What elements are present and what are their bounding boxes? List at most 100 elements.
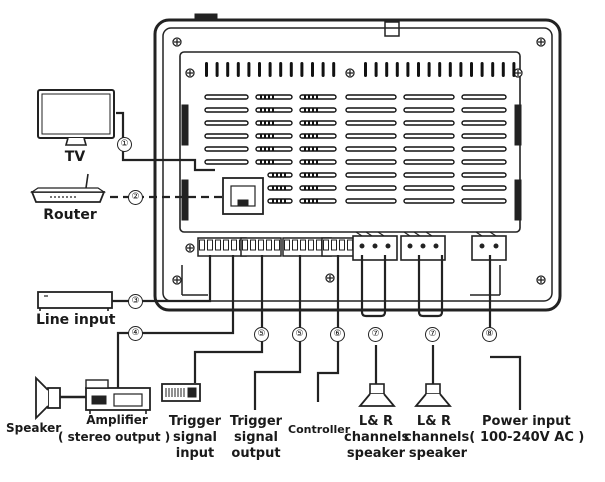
vent-slot — [491, 62, 495, 77]
vent-slot — [321, 62, 325, 77]
vent-row — [461, 133, 507, 139]
vent-slot — [215, 62, 219, 77]
vent-slot — [374, 62, 378, 77]
vent-row — [461, 198, 507, 204]
vent-row — [299, 94, 337, 100]
vent-row — [299, 146, 337, 152]
vent-slot — [364, 62, 367, 77]
vent-row — [299, 133, 337, 139]
speaker-horn-icon-left — [358, 383, 396, 407]
vent-row — [267, 185, 293, 191]
vent-row — [461, 185, 507, 191]
trigger-input-label-3: input — [175, 446, 215, 461]
vent-row — [267, 198, 293, 204]
vent-slots — [204, 62, 516, 204]
tv-icon — [37, 89, 115, 146]
vent-slot — [236, 62, 240, 77]
vent-row — [345, 94, 397, 100]
screws — [172, 37, 546, 285]
vent-row — [461, 107, 507, 113]
vent-row — [299, 107, 337, 113]
vent-row — [345, 120, 397, 126]
vent-slot — [448, 62, 452, 77]
terminal-strip — [197, 237, 355, 257]
callout-2: ② — [128, 190, 143, 205]
vent-slot — [385, 62, 389, 77]
line-input-label: Line input — [36, 312, 116, 328]
terminal-block — [197, 237, 247, 257]
screw-icon — [536, 37, 546, 47]
vent-row — [461, 146, 507, 152]
vent-row — [403, 185, 455, 191]
vent-slot — [427, 62, 431, 77]
speaker-connector-right — [400, 231, 446, 261]
lr-right-label-3: speaker — [408, 446, 468, 461]
vent-row — [461, 172, 507, 178]
vent-slot — [459, 62, 463, 77]
vent-slot — [406, 62, 410, 77]
vent-slot — [311, 62, 314, 77]
vent-row — [345, 107, 397, 113]
screw-icon — [345, 68, 355, 78]
vent-slot — [247, 62, 251, 77]
tv-label: TV — [64, 149, 86, 165]
callout-6: ⑥ — [330, 327, 345, 342]
speaker-label: Speaker — [6, 421, 62, 435]
screw-icon — [185, 243, 195, 253]
vent-slot — [512, 62, 516, 77]
vent-slot — [395, 62, 399, 77]
vent-row — [267, 172, 293, 178]
vent-row — [461, 159, 507, 165]
vent-slot — [332, 62, 336, 77]
vent-row — [345, 172, 397, 178]
lr-left-label-1: L& R — [358, 414, 394, 429]
screw-icon — [172, 275, 182, 285]
amplifier-icon — [85, 379, 151, 414]
vent-row — [299, 185, 337, 191]
terminal-block — [321, 237, 355, 257]
power-label-2: 100-240V AC ) — [480, 430, 585, 445]
vent-row — [345, 146, 397, 152]
vent-row — [204, 107, 249, 113]
connection-lines — [60, 111, 522, 410]
vent-row — [204, 120, 249, 126]
vent-row — [255, 133, 293, 139]
trigger-output-label-3: output — [231, 446, 281, 461]
speaker-horn-icon-right — [414, 383, 452, 407]
callout-1: ① — [117, 137, 132, 152]
vent-row — [255, 159, 293, 165]
router-label: Router — [43, 207, 97, 223]
vent-row — [403, 94, 455, 100]
vent-slot — [205, 62, 208, 77]
lr-left-label-2: channels — [344, 430, 410, 445]
screw-icon — [185, 68, 195, 78]
power-label-1: Power input — [482, 414, 571, 429]
callout-7a: ⑦ — [368, 327, 383, 342]
vent-row — [403, 159, 455, 165]
vent-row — [255, 146, 293, 152]
vent-slot — [417, 62, 420, 77]
vent-slot — [480, 62, 484, 77]
vent-row — [204, 133, 249, 139]
vent-slot — [470, 62, 473, 77]
vent-slot — [268, 62, 272, 77]
screw-icon — [325, 273, 335, 283]
vent-row — [299, 159, 337, 165]
vent-row — [299, 198, 337, 204]
callout-4: ④ — [128, 326, 143, 341]
vent-slot — [501, 62, 505, 77]
ethernet-port — [222, 177, 264, 215]
callout-8: ⑧ — [482, 327, 497, 342]
trigger-output-label-2: signal — [234, 430, 278, 445]
trigger-output-label-1: Trigger — [229, 414, 283, 429]
speaker-icon — [35, 375, 61, 421]
vent-row — [403, 198, 455, 204]
line-input-device-icon — [37, 291, 113, 311]
vent-row — [299, 120, 337, 126]
controller-label: Controller — [288, 423, 351, 436]
vent-row — [204, 94, 249, 100]
vent-row — [461, 94, 507, 100]
trigger-input-label-1: Trigger — [168, 414, 222, 429]
lr-right-label-2: channels( — [404, 430, 476, 445]
